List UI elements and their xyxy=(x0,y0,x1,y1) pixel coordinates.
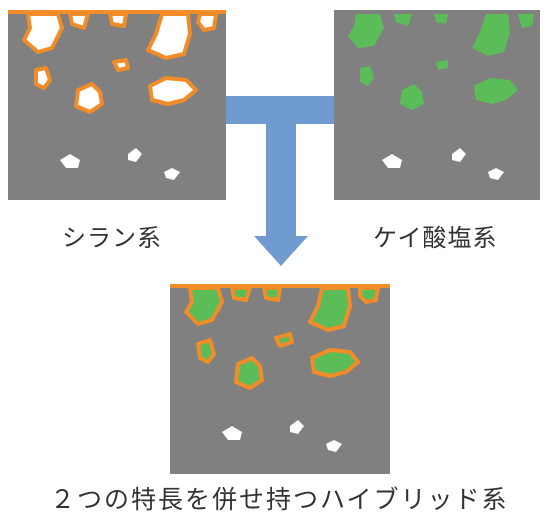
pore xyxy=(68,12,90,30)
hybrid-pore xyxy=(274,332,294,348)
pore xyxy=(146,12,192,60)
pore xyxy=(34,66,52,90)
hybrid-pore xyxy=(262,286,282,302)
hybrid-pore xyxy=(184,286,224,326)
void xyxy=(290,420,304,434)
hybrid-pore xyxy=(230,286,252,302)
hybrid-pore xyxy=(308,286,352,332)
filled-pore xyxy=(394,14,412,26)
void xyxy=(222,426,242,440)
hybrid-panel xyxy=(170,284,390,474)
filled-pore xyxy=(472,14,510,56)
pore xyxy=(22,12,64,54)
hybrid-pore xyxy=(234,356,264,390)
void xyxy=(382,154,402,168)
arrow-shaft xyxy=(266,110,296,250)
pore xyxy=(108,12,128,28)
hybrid-pore xyxy=(310,348,360,378)
filled-pore xyxy=(518,14,534,28)
silicate-panel xyxy=(334,10,540,200)
void xyxy=(452,148,466,162)
filled-pore xyxy=(434,14,448,24)
silicate-label: ケイ酸塩系 xyxy=(373,224,498,252)
filled-pore xyxy=(360,66,374,86)
pore xyxy=(148,76,198,106)
hybrid-label: ２つの特長を併せ持つハイブリッド系 xyxy=(50,485,509,514)
filled-pore xyxy=(474,78,518,104)
void xyxy=(326,440,342,452)
hybrid-pore xyxy=(196,338,216,364)
void xyxy=(164,168,180,180)
filled-pore xyxy=(348,14,384,48)
hybrid-pore xyxy=(358,286,380,304)
void xyxy=(128,148,142,162)
pore xyxy=(196,12,218,32)
pore xyxy=(112,58,130,72)
void xyxy=(60,154,80,168)
pore xyxy=(74,82,104,114)
arrow-head xyxy=(254,236,308,266)
silane-label: シラン系 xyxy=(62,224,162,252)
filled-pore xyxy=(436,60,448,70)
merge-arrow xyxy=(226,96,336,266)
filled-pore xyxy=(400,84,424,110)
void xyxy=(488,168,504,180)
silane-panel xyxy=(8,10,226,200)
